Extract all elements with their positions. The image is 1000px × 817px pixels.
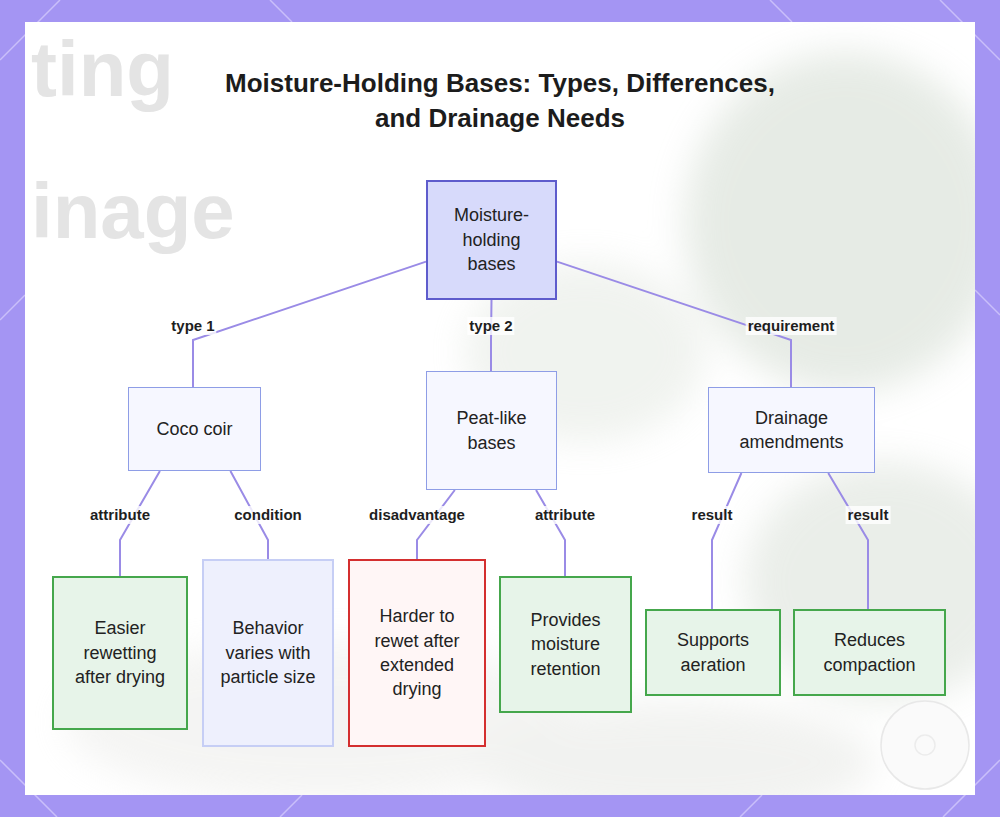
box-text: Moisture-holding bases: [440, 203, 543, 276]
root-box: Moisture-holding bases: [426, 180, 557, 300]
box-text: Easier rewetting after drying: [70, 616, 170, 689]
box-text: Coco coir: [156, 417, 232, 441]
watermark-text: ting: [31, 30, 174, 108]
category-box: Peat-like bases: [426, 371, 557, 490]
box-text: Harder to rewet after extended drying: [362, 604, 472, 702]
result-box: Supports aeration: [645, 609, 781, 696]
disadvantage-box: Harder to rewet after extended drying: [348, 559, 486, 747]
box-text: Reduces compaction: [807, 628, 932, 677]
edge-label: type 1: [169, 317, 216, 335]
box-text-group: Behavior varies with particle size: [216, 616, 320, 689]
edge-label: attribute: [533, 506, 597, 524]
box-text: Behavior varies with particle size: [216, 616, 320, 689]
watermark-text: inage: [31, 172, 235, 250]
box-text-group: Harder to rewet after extended drying: [362, 604, 472, 702]
attribute-box: Provides moisture retention: [499, 576, 632, 713]
connector-line: [712, 473, 741, 609]
condition-box: Behavior varies with particle size: [202, 559, 334, 747]
box-text-group: Drainage amendments: [721, 406, 862, 455]
box-text-group: Provides moisture retention: [513, 608, 618, 681]
box-text: Drainage amendments: [721, 406, 862, 455]
edge-label: type 2: [467, 317, 514, 335]
diagram-title: Moisture-Holding Bases: Types, Differenc…: [200, 66, 800, 135]
box-text-group: Peat-like bases: [439, 406, 544, 455]
connector-line: [828, 473, 868, 609]
attribute-box: Easier rewetting after drying: [52, 576, 188, 730]
connector-line: [417, 490, 455, 559]
box-text-group: Coco coir: [156, 417, 232, 441]
edge-label: result: [846, 506, 891, 524]
edge-label: result: [690, 506, 735, 524]
connector-line: [536, 490, 565, 576]
box-text-group: Supports aeration: [659, 628, 767, 677]
box-text: Peat-like bases: [439, 406, 544, 455]
connector-line: [193, 262, 426, 387]
box-text-group: Easier rewetting after drying: [70, 616, 170, 689]
box-text: Provides moisture retention: [513, 608, 618, 681]
edge-label: disadvantage: [367, 506, 467, 524]
box-text-group: Moisture-holding bases: [440, 203, 543, 276]
edge-label: condition: [232, 506, 304, 524]
category-box: Coco coir: [128, 387, 261, 471]
category-box: Drainage amendments: [708, 387, 875, 473]
box-text: Supports aeration: [659, 628, 767, 677]
result-box: Reduces compaction: [793, 609, 946, 696]
edge-label: requirement: [746, 317, 837, 335]
box-text-group: Reduces compaction: [807, 628, 932, 677]
edge-label: attribute: [88, 506, 152, 524]
connector-line: [490, 300, 493, 371]
